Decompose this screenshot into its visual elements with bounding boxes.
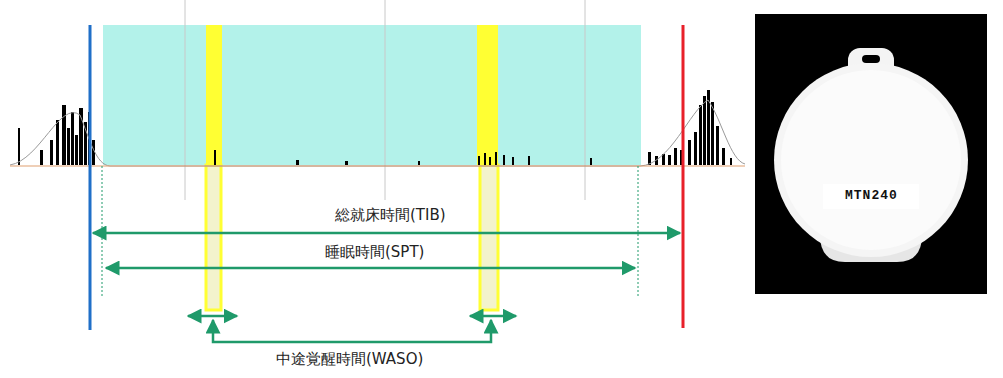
wake-band-extension: [206, 165, 221, 310]
grid-lines: [185, 0, 585, 200]
wake-band: [206, 25, 222, 165]
wake-band-extension: [480, 165, 498, 310]
dotted-marker: [102, 166, 638, 297]
span-label: 総就床時間(TIB): [332, 206, 449, 224]
bed-out-line: [682, 25, 685, 328]
wake-band: [477, 25, 498, 165]
device: [774, 48, 968, 262]
sleep-region: [103, 25, 641, 165]
activity-trace: [10, 100, 745, 166]
baseline: [10, 165, 745, 166]
span-label: 中途覚醒時間(WASO): [273, 350, 426, 368]
bed-in-line: [89, 25, 92, 330]
device-photo-bg: [755, 14, 987, 294]
activity-bars: [18, 90, 732, 165]
device-label: MTN240: [842, 188, 901, 204]
span-label: 睡眠時間(SPT): [322, 243, 427, 261]
span-arrows: [93, 233, 680, 342]
